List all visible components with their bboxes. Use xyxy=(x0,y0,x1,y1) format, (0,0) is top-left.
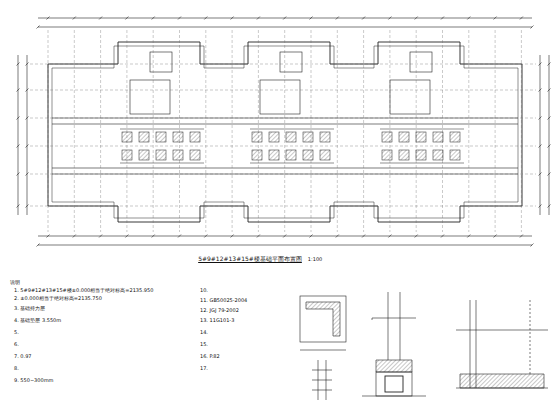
note-line: 9. 550~300mm xyxy=(14,378,53,384)
note-line: 2. ±0.000相当于绝对标高=2135.750 xyxy=(14,296,102,302)
note-line: 5. xyxy=(14,330,19,336)
scale-label: 1:100 xyxy=(308,257,322,263)
note-line: 8. xyxy=(14,366,19,372)
note-line: 4. 基础垫层 3.550m xyxy=(14,318,61,324)
note-line: 15. xyxy=(200,342,208,348)
note-line: 10. xyxy=(200,288,208,294)
note-line: 6. xyxy=(14,342,19,348)
note-line: 16. P.82 xyxy=(200,354,220,360)
note-line: 13. 11G101-3 xyxy=(200,318,234,324)
note-line: 1. 5#9#12#13#15#楼±0.000相当于绝对标高=2135.950 xyxy=(14,288,153,294)
note-line: 11. GB50025-2004 xyxy=(200,298,247,304)
note-line: 14. xyxy=(200,330,208,336)
note-line: 12. JGJ 79-2002 xyxy=(200,308,239,314)
note-line: 7. 0.97 xyxy=(14,354,32,360)
plan-title: 5#9#12#13#15#楼基础平面布置图 xyxy=(198,256,302,263)
note-line: 17. xyxy=(200,366,208,372)
notes-heading: 说明 xyxy=(10,280,20,286)
note-line: 3. 基础持力层 xyxy=(14,306,45,312)
